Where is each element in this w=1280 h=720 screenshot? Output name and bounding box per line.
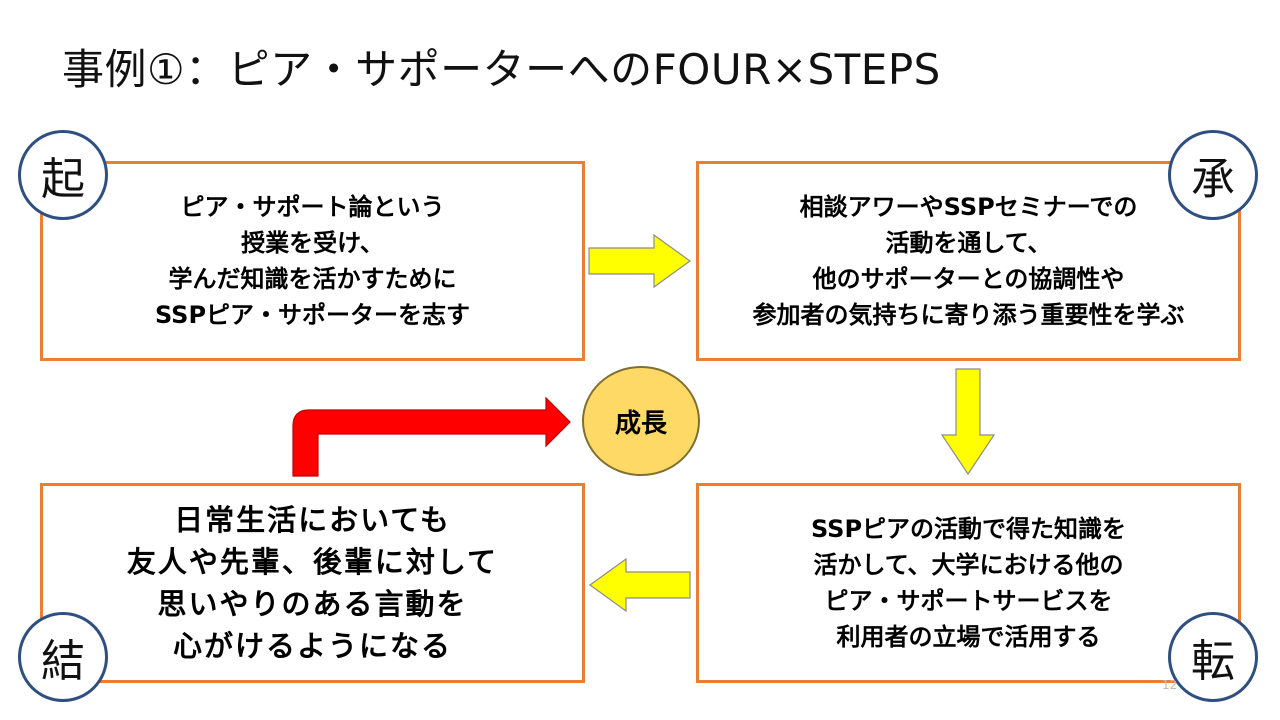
step-box-ketsu: 日常生活においても 友人や先輩、後輩に対して 思いやりのある言動を 心がけるよう… [40,483,585,683]
step-ten-line: 利用者の立場で活用する [836,623,1101,651]
arrow-down-icon [940,368,996,476]
step-box-sho: 相談アワーやSSPセミナーでの 活動を通して、 他のサポーターとの協調性や 参加… [696,161,1241,361]
step-ki-line: SSPピア・サポーターを志す [154,301,471,329]
growth-arrow-icon [292,396,571,477]
page-number: 12 [1162,678,1178,692]
step-label-sho: 承 [1168,130,1258,220]
step-ten-line: ピア・サポートサービスを [824,587,1113,615]
step-ki-line: ピア・サポート論という [180,193,445,221]
slide-title: 事例①：ピア・サポーターへのFOUR×STEPS [62,45,941,94]
step-ki-line: 授業を受け、 [241,229,384,257]
step-ki-line: 学んだ知識を活かすために [168,265,457,293]
step-box-ki: ピア・サポート論という 授業を受け、 学んだ知識を活かすために SSPピア・サポ… [40,161,585,361]
step-sho-line: 参加者の気持ちに寄り添う重要性を学ぶ [752,301,1185,329]
step-sho-line: 他のサポーターとの協調性や [812,265,1125,293]
arrow-right-icon [588,234,692,288]
step-box-ten: SSPピアの活動で得た知識を 活かして、大学における他の ピア・サポートサービス… [696,483,1241,683]
step-ketsu-line: 日常生活においても [174,503,451,537]
step-label-ten: 転 [1168,612,1258,702]
step-ketsu-line: 思いやりのある言動を [157,587,468,621]
step-ketsu-line: 友人や先輩、後輩に対して [126,545,499,579]
step-sho-line: 相談アワーやSSPセミナーでの [799,193,1138,221]
step-ten-line: 活かして、大学における他の [813,551,1124,579]
step-ketsu-line: 心がけるようになる [172,629,452,663]
step-label-ketsu: 結 [18,612,108,702]
growth-circle: 成長 [582,366,700,476]
step-sho-line: 活動を通して、 [885,229,1052,257]
step-label-ki: 起 [18,130,108,220]
arrow-left-icon [588,558,691,612]
step-ten-line: SSPピアの活動で得た知識を [810,515,1127,543]
